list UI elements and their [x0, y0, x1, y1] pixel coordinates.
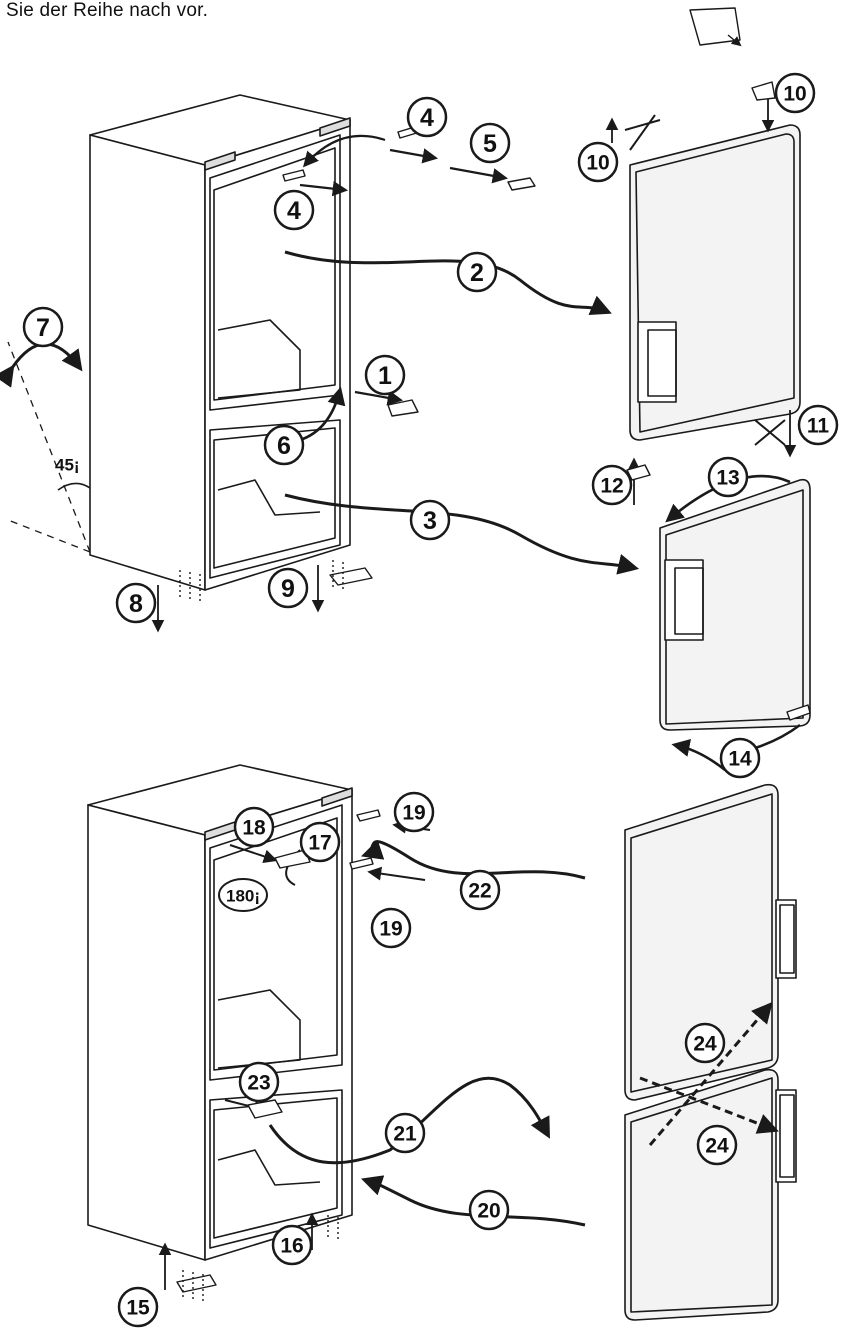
page-title: Sie der Reihe nach vor.: [6, 0, 209, 21]
hinge-arrow-18: [229, 844, 278, 864]
step-label: 19: [402, 802, 425, 825]
step-label: 11: [807, 415, 830, 438]
crossed-parts: [624, 114, 786, 446]
step-label: 2: [470, 259, 484, 287]
step-label: 14: [728, 748, 752, 771]
upper-door-top-section: [629, 124, 801, 441]
door-path-3: [284, 493, 640, 575]
door-path-2: [284, 250, 612, 316]
tilt-arrow: [0, 342, 83, 388]
step-label: 24: [693, 1033, 717, 1056]
step-label: 13: [716, 467, 739, 490]
step-badge-21: [384, 1112, 426, 1154]
step-label: 4: [287, 197, 301, 225]
cap-arrow-19b: [367, 866, 426, 881]
tilt-angle-label: 45¡: [55, 456, 80, 475]
hardware-parts: [179, 7, 811, 721]
step-label: 12: [600, 475, 623, 498]
handle-arrow-24a: [648, 1001, 773, 1146]
step-badge-4a: [406, 96, 448, 138]
step-label: 22: [468, 880, 491, 903]
upper-door-bottom-section: [624, 783, 797, 1101]
step-label: 3: [423, 507, 437, 535]
step-label: 10: [783, 83, 806, 106]
step-badge-19a: [393, 791, 435, 833]
hardware-parts-bottom: [176, 809, 381, 1304]
step-badge-12: [591, 464, 633, 506]
step-badge-1: [364, 354, 406, 396]
step-label: 15: [126, 1297, 150, 1320]
door-path-20: [361, 1175, 586, 1227]
door-path-21: [268, 1076, 550, 1165]
step-badge-3: [409, 499, 451, 541]
step-badge-22: [459, 869, 501, 911]
step-label: 18: [242, 817, 266, 840]
step-badge-19b: [370, 907, 412, 949]
cap-arrow-4a: [302, 134, 386, 168]
tilt-guide: [7, 341, 91, 553]
step-badge-11: [797, 404, 839, 446]
cap-arrow-6: [299, 386, 346, 442]
step-badge-14: [719, 737, 761, 779]
step-badge-10a: [577, 141, 619, 183]
door-path-22: [361, 839, 586, 880]
step-label: 7: [36, 314, 50, 342]
fridge-cabinet-top: [89, 94, 351, 591]
step-label: 6: [277, 432, 291, 460]
lower-door-top-section: [659, 478, 811, 731]
handle-arrow-24b: [639, 1076, 779, 1134]
lower-door-bottom-section: [624, 1068, 797, 1321]
step-badge-24a: [684, 1022, 726, 1064]
step-label: 1: [378, 362, 392, 390]
step-badge-2: [456, 251, 498, 293]
step-badge-16: [271, 1224, 313, 1266]
step-label: 9: [281, 575, 295, 603]
hinge-arrow-5: [389, 148, 439, 164]
step-label: 5: [483, 130, 497, 158]
step-label: 16: [280, 1235, 303, 1258]
step-badge-8: [115, 582, 157, 624]
cap-arrow-4b: [299, 180, 349, 197]
step-label: 23: [247, 1072, 270, 1095]
angle-badge-180: [218, 878, 268, 912]
step-label: 20: [477, 1200, 500, 1223]
step-badge-5: [469, 122, 511, 164]
step-label: 10: [586, 152, 609, 175]
swap-arrow-14: [671, 738, 726, 772]
step-badge-13: [707, 456, 749, 498]
rotate-angle-label: 180¡: [226, 887, 260, 906]
step-badge-10b: [774, 72, 816, 114]
step-label: 4: [420, 104, 434, 132]
step-label: 19: [379, 918, 402, 941]
step-label: 8: [129, 590, 143, 618]
step-badge-18: [233, 806, 275, 848]
step-badge-20: [468, 1189, 510, 1231]
step-label: 17: [308, 832, 331, 855]
step-label: 21: [393, 1123, 417, 1146]
step-badge-24b: [696, 1124, 738, 1166]
hinge-arrow-1: [354, 390, 404, 406]
step-label: 24: [705, 1135, 729, 1158]
step-badge-7: [22, 306, 64, 348]
step-badge-9: [267, 567, 309, 609]
step-badge-6: [263, 424, 305, 466]
hinge-arrow-5b: [449, 166, 509, 184]
step-badge-15: [117, 1286, 159, 1328]
step-badge-23: [238, 1061, 280, 1103]
step-badge-17: [299, 821, 341, 863]
step-badge-4b: [273, 189, 315, 231]
angle-arc: [57, 482, 91, 491]
